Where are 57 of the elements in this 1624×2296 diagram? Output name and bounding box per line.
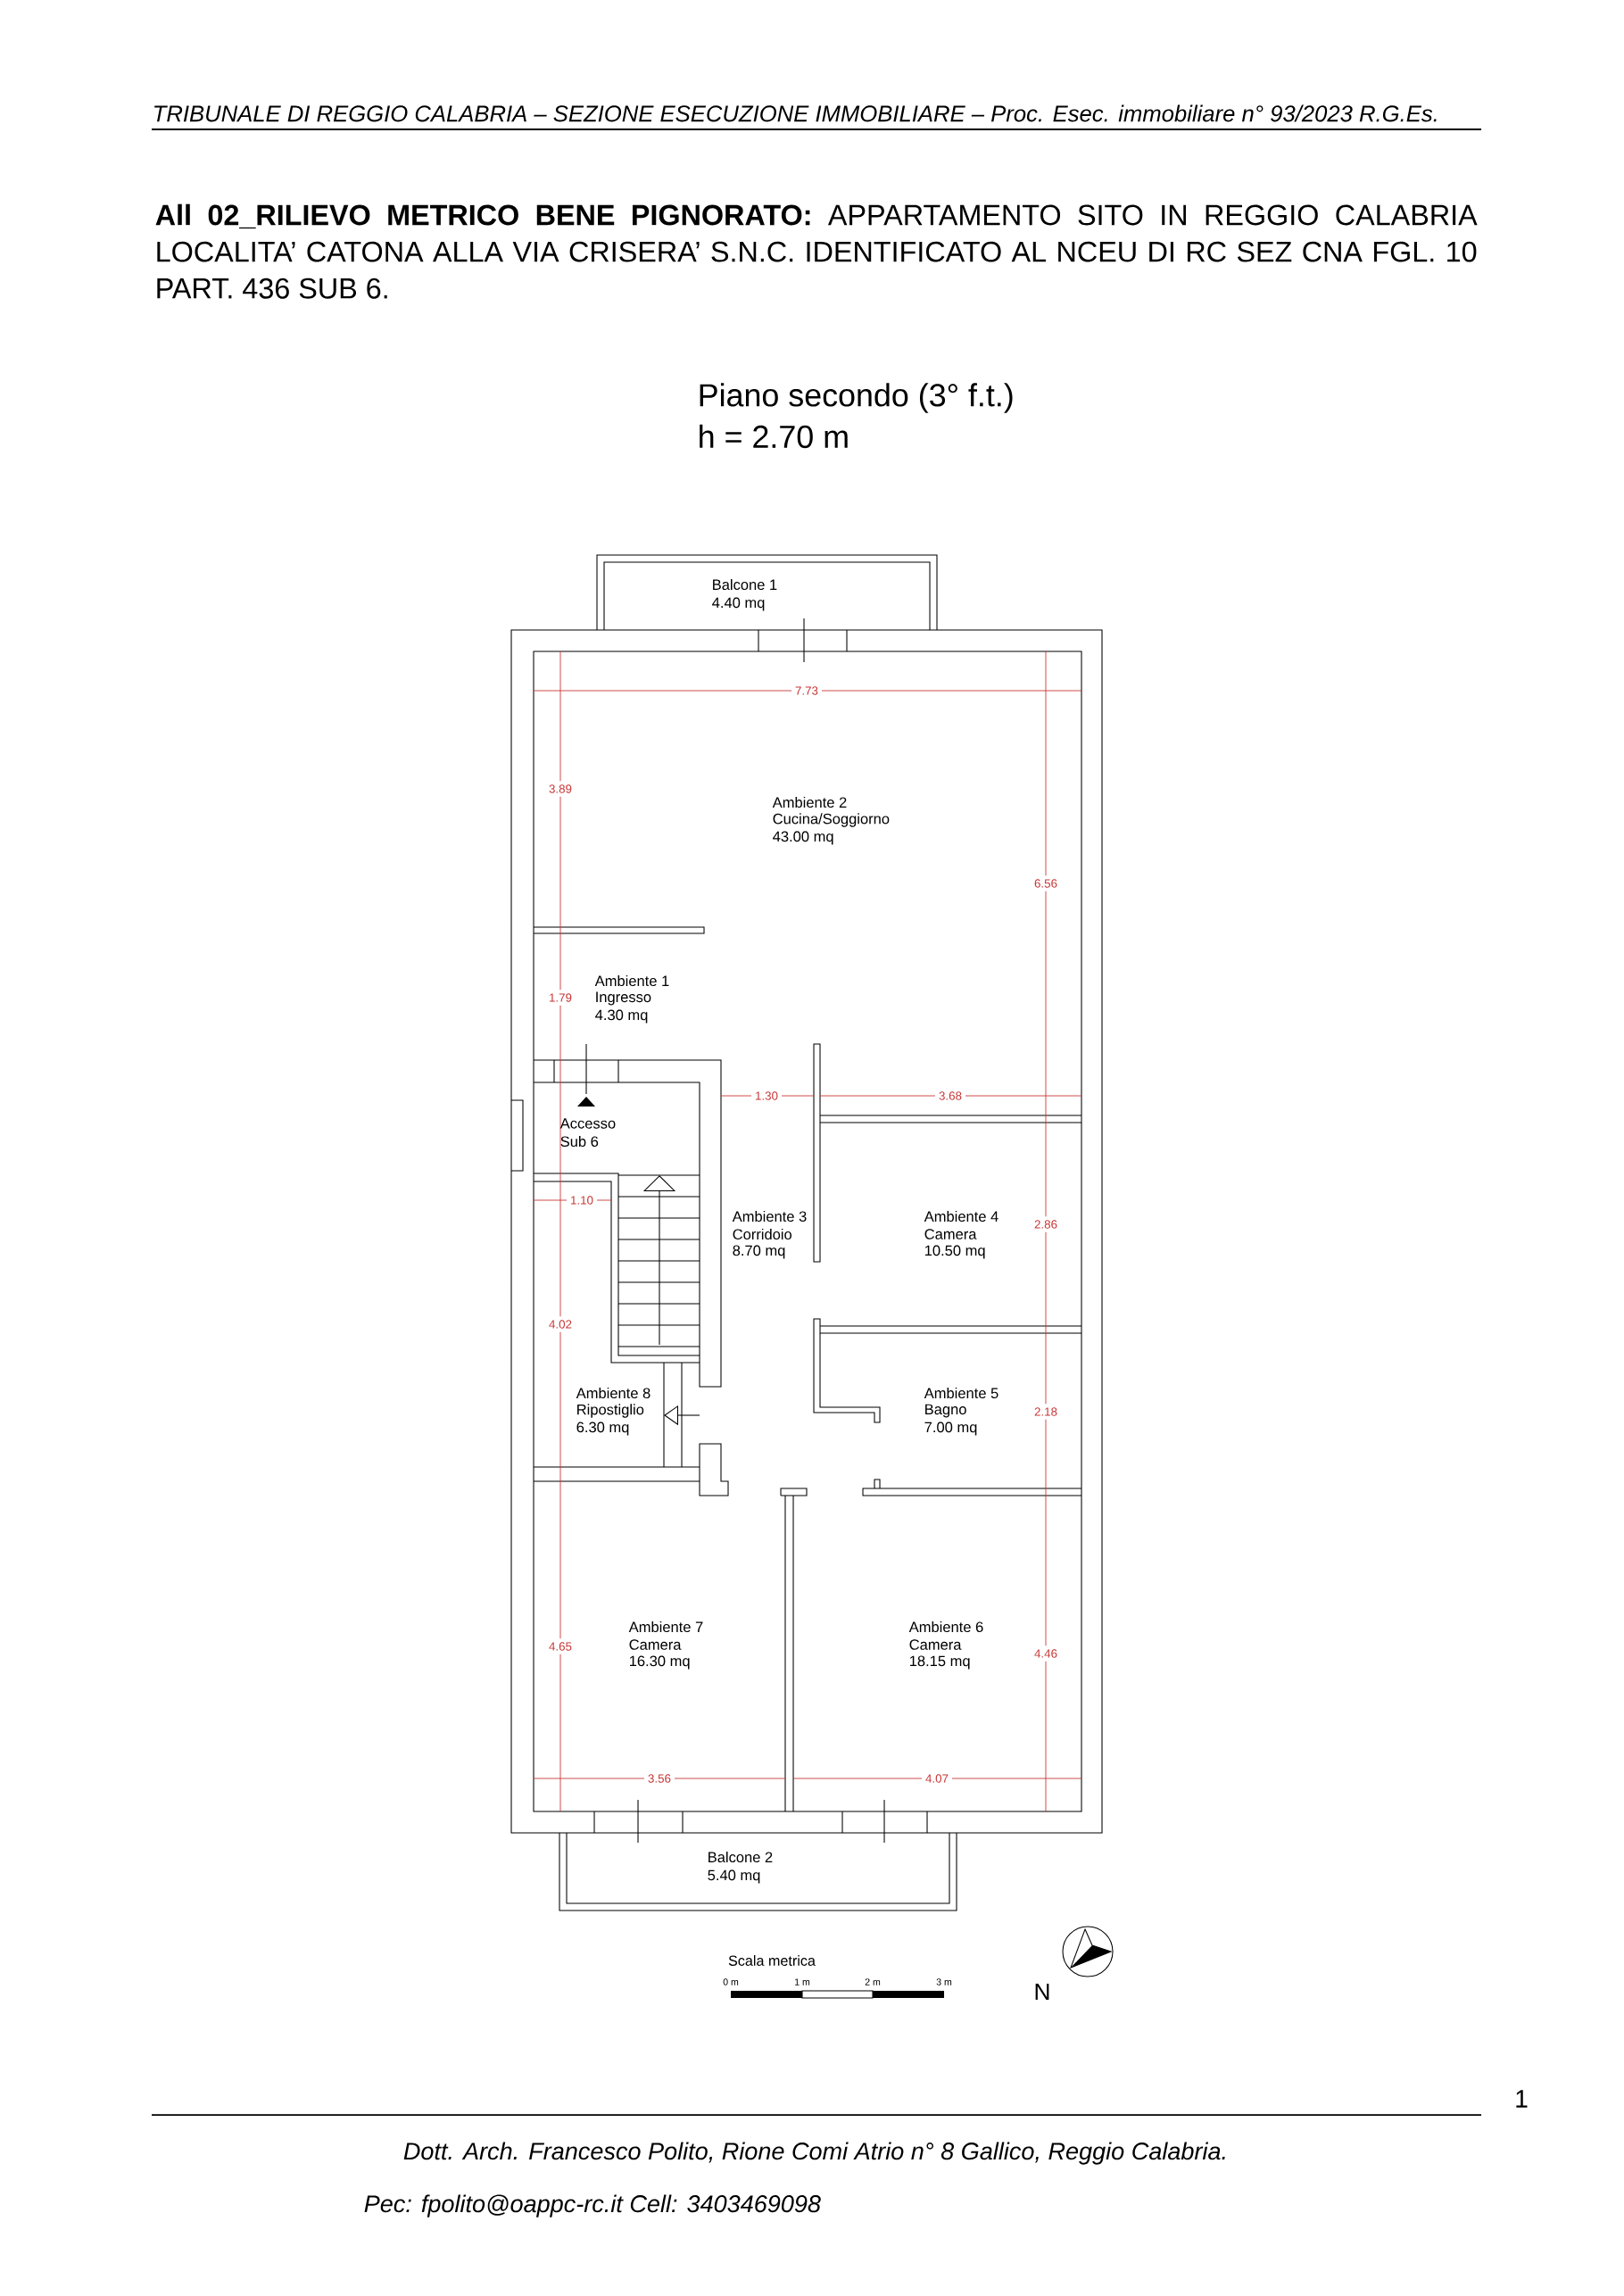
room-label: Ambiente 3: [732, 1210, 807, 1223]
plan-heading: Piano secondo (3° f.t.): [700, 383, 1013, 413]
scale-tick-label: 0 m: [723, 1978, 739, 1985]
room-label: 7.00 mq: [924, 1422, 977, 1436]
room-label: Ambiente 2: [772, 796, 847, 808]
dimension-value: 3.89: [545, 781, 576, 797]
room-label: 4.40 mq: [712, 597, 765, 611]
room-label: 6.30 mq: [576, 1422, 629, 1436]
dimension-value: 3.68: [935, 1088, 965, 1104]
room-label: 5.40 mq: [708, 1869, 760, 1884]
room-label: Ambiente 8: [576, 1387, 650, 1399]
dimension-value: 4.46: [1031, 1645, 1061, 1662]
room-label: 43.00 mq: [773, 831, 833, 845]
dimension-value: 3.56: [644, 1770, 675, 1786]
room-label: Bagno: [925, 1404, 966, 1418]
room-label: Ambiente 1: [594, 974, 669, 987]
dimension-value: 4.02: [545, 1316, 576, 1332]
footer-text: Pec: fpolito@oappc-rc.it Cell: 3403469098: [364, 2194, 821, 2217]
room-label: 16.30 mq: [630, 1655, 690, 1670]
room-label: Ingresso: [596, 991, 651, 1006]
dimension-value: 1.79: [545, 990, 576, 1006]
page-header: TRIBUNALE DI REGGIO CALABRIA – SEZIONE ESECUZIONE IMMOBILIARE – Proc. Esec. immobiliare n° 93/2023 R.G.Es.: [154, 104, 1437, 122]
scale-tick-label: 1 m: [795, 1978, 810, 1985]
dimension-value: 4.07: [922, 1770, 952, 1786]
room-label: 18.15 mq: [910, 1655, 970, 1670]
room-label: Ambiente 7: [628, 1620, 703, 1633]
footer-text: Dott. Arch. Francesco Polito, Rione Comi Atrio n° 8 Gallico, Reggio Calabria.: [403, 2142, 1225, 2165]
plan-heading: h = 2.70 m: [700, 424, 848, 449]
room-label: 10.50 mq: [925, 1245, 985, 1259]
room-label: Ripostiglio: [577, 1404, 644, 1418]
room-label: Ambiente 4: [924, 1210, 998, 1223]
room-label: Ambiente 6: [908, 1620, 983, 1633]
room-label: Accesso: [559, 1118, 616, 1129]
room-label: Ambiente 5: [924, 1387, 998, 1399]
room-label: 8.70 mq: [733, 1245, 785, 1259]
scale-label: Scala metrica: [728, 1955, 816, 1966]
room-label: Balcone 2: [708, 1851, 773, 1863]
dimension-value: 7.73: [791, 683, 822, 699]
room-label: 4.30 mq: [595, 1009, 648, 1024]
dimension-value: 2.18: [1031, 1404, 1061, 1420]
page-number: 1: [1516, 2090, 1528, 2108]
scale-tick-label: 2 m: [865, 1978, 881, 1985]
room-label: Corridoio: [733, 1228, 791, 1240]
room-label: Cucina/Soggiorno: [773, 813, 890, 827]
scale-tick-label: 3 m: [936, 1978, 952, 1985]
dimension-value: 1.30: [751, 1088, 782, 1104]
dimension-value: 2.86: [1031, 1216, 1061, 1232]
room-label: Camera: [924, 1229, 977, 1239]
north-label: N: [1035, 1983, 1049, 2001]
room-label: Sub 6: [560, 1135, 599, 1148]
dimension-value: 4.65: [545, 1638, 576, 1654]
dimension-value: 1.10: [567, 1192, 597, 1208]
room-label: Camera: [629, 1639, 682, 1650]
dimension-value: 6.56: [1031, 875, 1061, 891]
room-label: Balcone 1: [713, 578, 777, 591]
title: All 02_RILIEVO METRICO BENE PIGNORATO: APPARTAMENTO SITO IN REGGIO CALABRIA LOCALITA’ CATONA ALLA VIA CRISERA’ S.N.C. IDENTIFICATO AL NCEU DI RC SEZ CNA FGL. 10 PART. 436 SUB 6.: [155, 203, 1478, 299]
room-label: Camera: [909, 1639, 962, 1650]
